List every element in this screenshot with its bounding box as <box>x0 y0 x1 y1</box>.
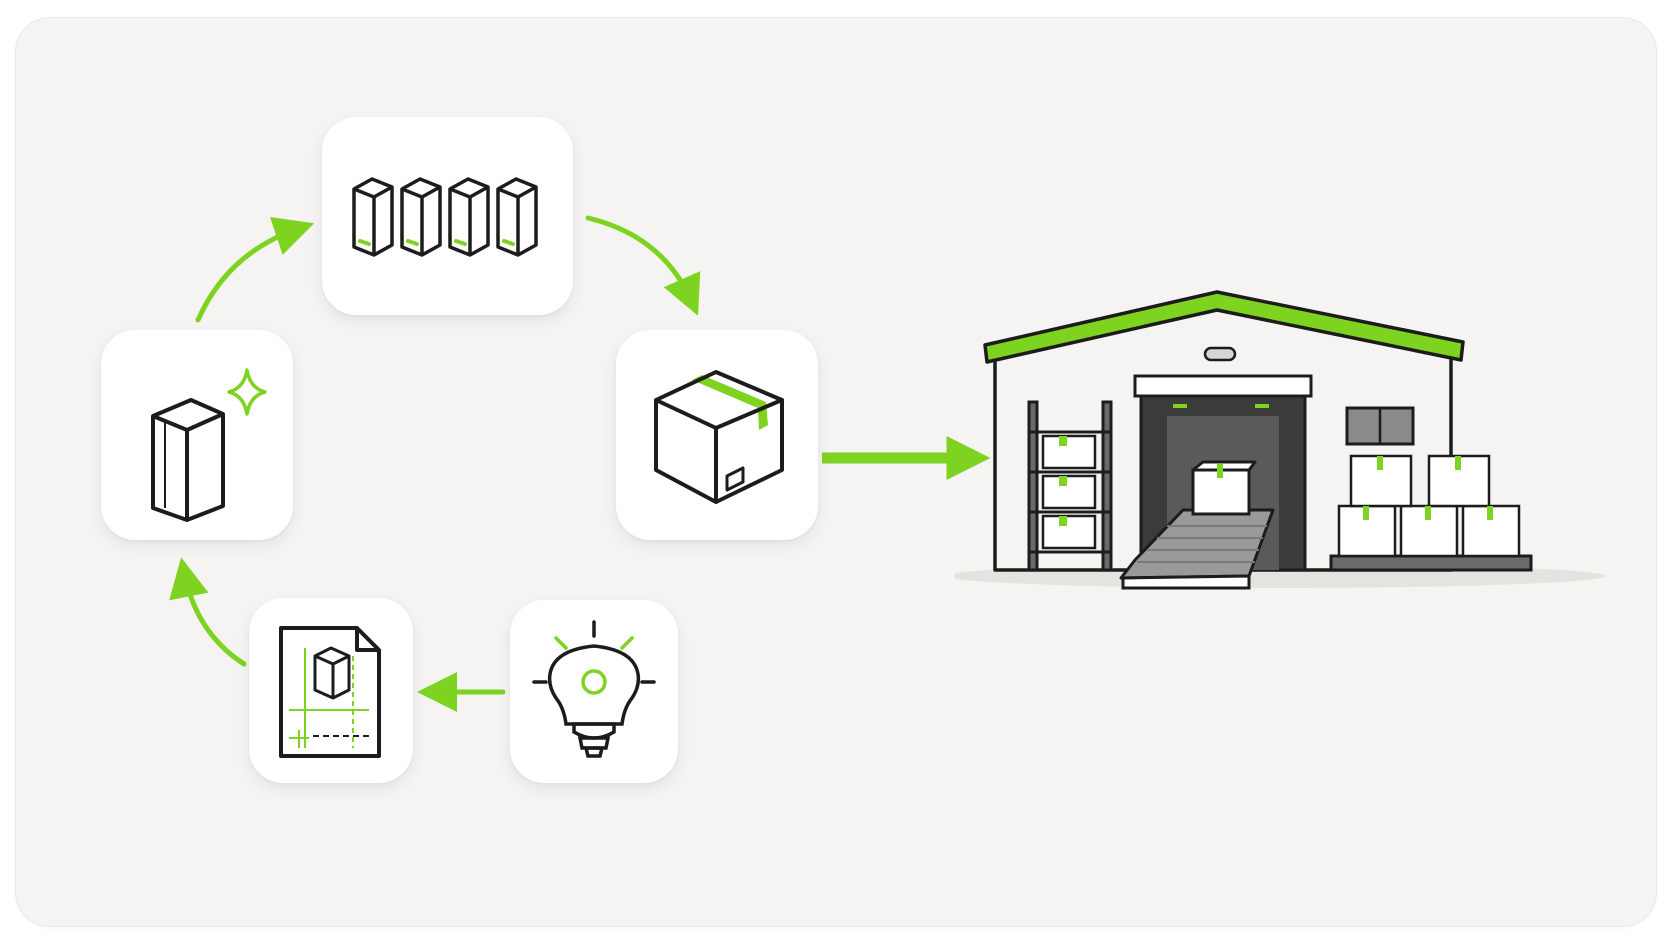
lightbulb-icon <box>532 620 656 758</box>
product-batch-icon <box>352 177 538 257</box>
batch-card <box>322 117 573 315</box>
package-card <box>616 330 818 540</box>
idea-card <box>510 600 678 783</box>
design-card <box>249 598 413 783</box>
prototype-card <box>101 330 293 540</box>
shipping-box-icon <box>654 370 784 504</box>
warehouse-icon <box>955 290 1605 590</box>
warehouse-illustration <box>955 290 1605 630</box>
design-blueprint-document-icon <box>279 626 381 758</box>
single-product-box-sparkle-icon <box>151 368 267 522</box>
